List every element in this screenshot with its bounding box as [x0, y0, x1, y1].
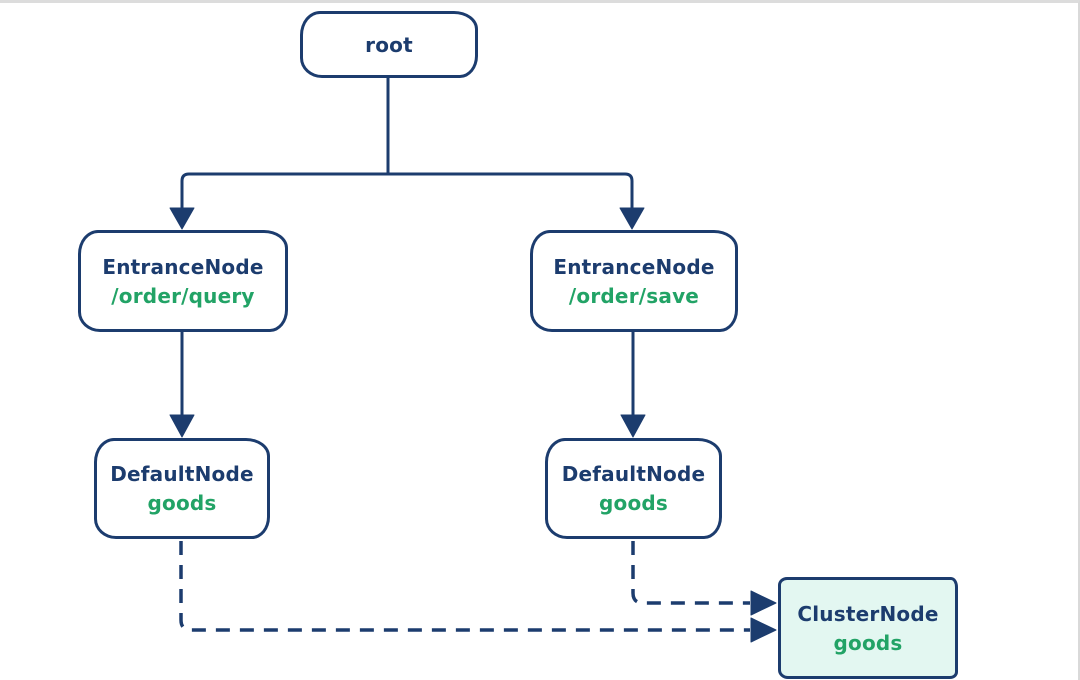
- arrowhead-entrance-query: [169, 207, 195, 230]
- node-default-query-subtitle: goods: [147, 491, 217, 515]
- arrowhead-entrance-save: [619, 207, 645, 230]
- node-entrance-save-subtitle: /order/save: [568, 283, 700, 308]
- node-entrance-query-subtitle: /order/query: [111, 283, 255, 308]
- node-default-save-title: DefaultNode: [561, 462, 706, 486]
- arrowhead-default-save: [620, 414, 646, 438]
- arrowhead-default-query: [169, 414, 195, 438]
- node-cluster-subtitle: goods: [833, 630, 903, 655]
- node-default-query: DefaultNode goods: [94, 438, 270, 539]
- edge-default-save-to-cluster: [631, 541, 750, 605]
- node-root-label: root: [365, 32, 413, 57]
- node-entrance-save-title: EntranceNode: [553, 254, 715, 279]
- node-entrance-query: EntranceNode /order/query: [78, 230, 288, 332]
- edge-default-query-to-cluster: [179, 541, 750, 632]
- arrowhead-cluster-lower: [750, 617, 777, 643]
- node-default-query-title: DefaultNode: [110, 462, 254, 486]
- connectors-layer: [169, 76, 777, 643]
- node-entrance-save: EntranceNode /order/save: [530, 230, 738, 332]
- node-default-save: DefaultNode goods: [545, 438, 722, 539]
- edge-root-branch: [180, 172, 634, 213]
- node-cluster-title: ClusterNode: [797, 601, 939, 626]
- arrowhead-cluster-upper: [750, 590, 777, 616]
- node-entrance-query-title: EntranceNode: [102, 254, 264, 279]
- node-root: root: [300, 11, 478, 78]
- node-default-save-subtitle: goods: [598, 491, 669, 515]
- node-cluster: ClusterNode goods: [778, 577, 958, 679]
